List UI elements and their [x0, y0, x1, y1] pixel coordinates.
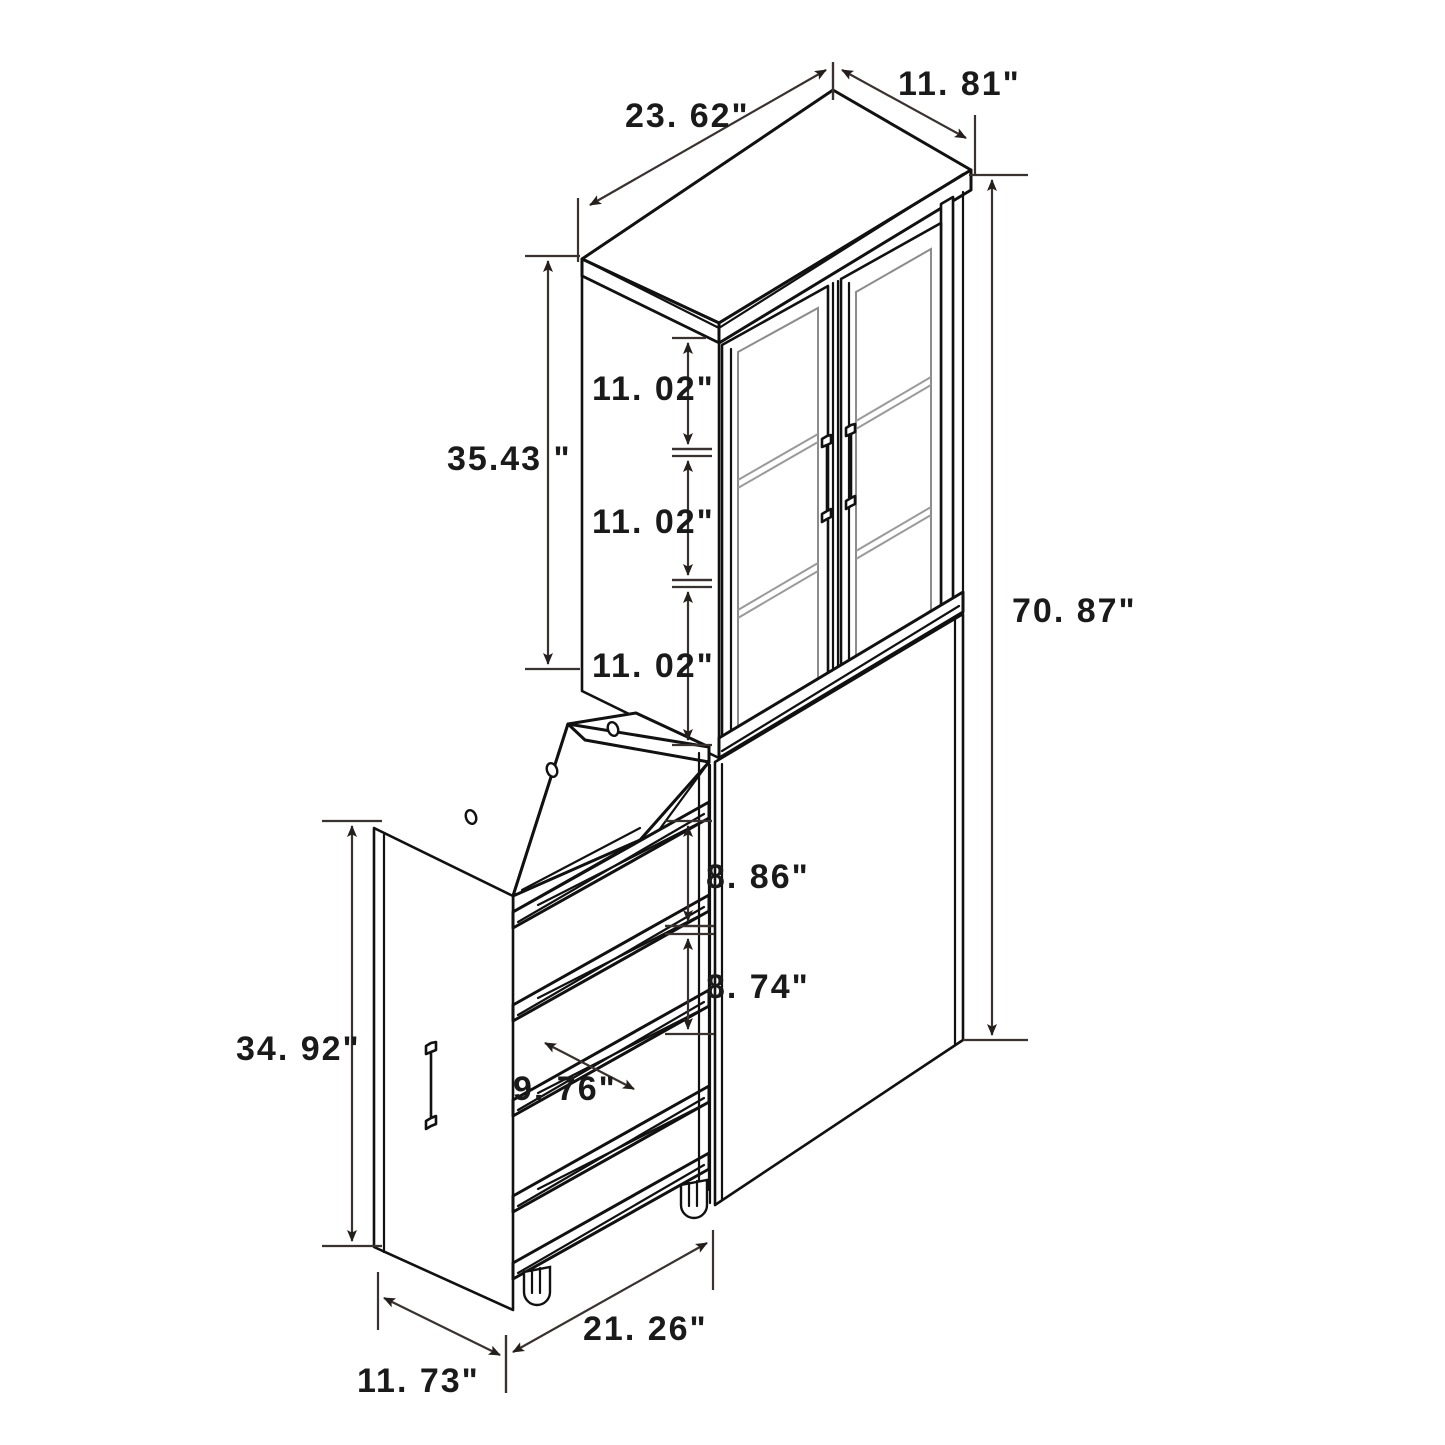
dim-pullout-shelf-depth-label: 9. 76"	[513, 1070, 617, 1108]
dim-pullout-front-width-label: 11. 73"	[357, 1362, 480, 1400]
dim-top-width-label: 23. 62"	[625, 97, 750, 135]
caster-right	[679, 1178, 709, 1220]
dim-lower-shelf-1-label: 8. 86"	[706, 858, 810, 896]
glass-door-right[interactable]	[839, 221, 943, 684]
dim-top-depth-label: 11. 81"	[898, 65, 1021, 103]
pullout-bottom-panel	[511, 1151, 711, 1281]
dim-top-depth: 11. 81"	[831, 62, 1021, 176]
pull-out-shelf-unit[interactable]	[372, 711, 711, 1312]
dim-upper-cabinet-height: 35.43 "	[447, 254, 580, 671]
upper-cabinet-bottom-rail	[717, 590, 965, 760]
dim-overall-height-label: 70. 87"	[1012, 592, 1137, 630]
dim-pullout-front-width: 11. 73"	[357, 1272, 508, 1400]
dim-pullout-side-length: 21. 26"	[504, 1230, 715, 1393]
dim-upper-shelf-3-label: 11. 02"	[592, 647, 715, 685]
dim-lower-shelf-2: 8. 74"	[665, 924, 810, 1036]
pull-out-door-panel[interactable]	[372, 826, 515, 1312]
glass-door-left[interactable]	[720, 284, 830, 757]
screw-holes	[464, 721, 620, 825]
dim-pullout-height: 34. 92"	[236, 819, 382, 1248]
dim-upper-cabinet-height-label: 35.43 "	[447, 440, 572, 478]
dim-lower-shelf-2-label: 8. 74"	[706, 968, 810, 1006]
door-handle-right[interactable]	[844, 422, 857, 511]
pullout-top-shelf	[464, 711, 711, 914]
pullout-shelf-2	[511, 893, 711, 1023]
dim-upper-shelf-2-label: 11. 02"	[592, 503, 715, 541]
dim-lower-shelf-1: 8. 86"	[665, 819, 810, 936]
dim-upper-shelf-1: 11. 02"	[592, 336, 715, 458]
upper-cabinet-right-edge	[939, 190, 965, 624]
dim-pullout-height-label: 34. 92"	[236, 1030, 361, 1068]
caster-left	[522, 1265, 552, 1307]
upper-cabinet-top-panel	[580, 88, 973, 345]
dim-overall-height: 70. 87"	[963, 173, 1137, 1042]
dim-upper-shelf-3: 11. 02"	[592, 578, 715, 747]
pull-out-door-handle[interactable]	[424, 1040, 438, 1131]
door-handle-left[interactable]	[820, 433, 833, 524]
dim-pullout-side-length-label: 21. 26"	[583, 1310, 708, 1348]
dim-top-width: 23. 62"	[576, 62, 835, 262]
dim-upper-shelf-1-label: 11. 02"	[592, 370, 715, 408]
dim-upper-shelf-2: 11. 02"	[592, 447, 715, 589]
dim-pullout-shelf-depth: 9. 76"	[513, 1042, 635, 1108]
